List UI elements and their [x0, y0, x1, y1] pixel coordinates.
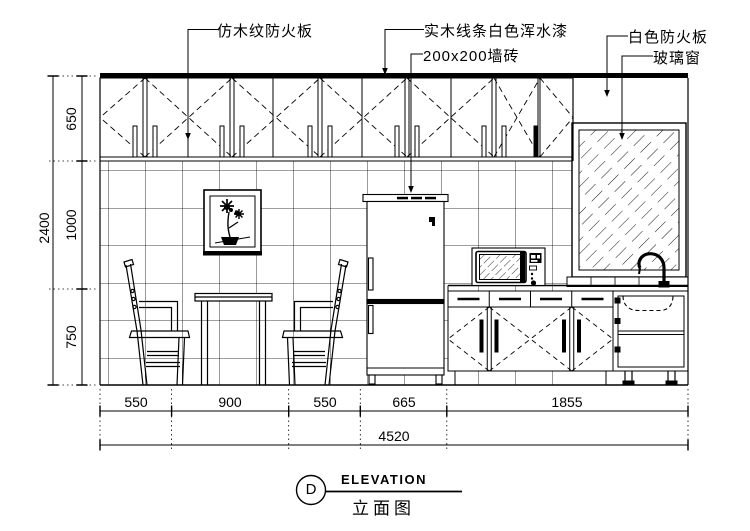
- base-door-handles: [479, 319, 581, 353]
- cabinet-handles: [132, 125, 539, 158]
- refrigerator: [362, 193, 449, 385]
- drawing-title-zh: 立面图: [352, 499, 415, 518]
- picture-plant-art: [214, 199, 251, 245]
- fridge-vents: [397, 196, 436, 200]
- dim-vertical-1000: 1000: [63, 209, 79, 241]
- fridge-door-divider: [366, 298, 445, 305]
- callout-white-fireproof-board: 白色防火板: [628, 29, 709, 46]
- reference-letter: D: [305, 481, 317, 498]
- dim-horizontal-550b: 550: [313, 394, 337, 410]
- microwave: [471, 247, 546, 287]
- sink-cabinet: [612, 290, 689, 386]
- dim-horizontal-900: 900: [218, 394, 242, 410]
- callout-trim-paint: 实木线条白色浑水漆: [424, 23, 569, 40]
- picture-frame: [203, 189, 262, 256]
- dim-vertical-650: 650: [63, 107, 79, 131]
- dining-table: [194, 292, 273, 385]
- dimension-lines: [47, 75, 689, 451]
- callout-woodgrain-board: 仿木纹防火板: [217, 23, 314, 40]
- glass-window: [566, 122, 689, 287]
- fridge-handle-lower: [367, 304, 374, 335]
- dim-vertical-750: 750: [63, 325, 79, 349]
- dim-horizontal-1855: 1855: [551, 394, 583, 410]
- dim-horizontal-total-4520: 4520: [378, 428, 410, 444]
- callout-leaders: [185, 29, 653, 193]
- callout-wall-tile: 200x200墙砖: [423, 48, 520, 65]
- microwave-panel: [529, 253, 542, 286]
- wood-trim-line: [100, 73, 688, 78]
- white-board-band: [573, 78, 688, 123]
- hinges: [614, 297, 621, 353]
- title-block-graphics: [295, 474, 462, 506]
- dim-horizontal-550a: 550: [124, 394, 148, 410]
- drawing-title-en: ELEVATION: [341, 472, 427, 487]
- dining-chair-left: [123, 258, 191, 386]
- upper-cabinets: [99, 77, 574, 162]
- faucet: [637, 252, 670, 288]
- fridge-logo: [429, 217, 435, 226]
- reference-circle: [295, 474, 327, 506]
- dim-horizontal-665: 665: [392, 394, 416, 410]
- callout-glass-window: 玻璃窗: [653, 50, 702, 67]
- fridge-handle-upper: [367, 257, 374, 291]
- cabinet-legs: [622, 371, 678, 386]
- wall-outline: [99, 73, 689, 386]
- dim-vertical-total-2400: 2400: [36, 212, 52, 244]
- sink-bowl-outline: [622, 295, 674, 312]
- base-cabinets: [447, 290, 614, 385]
